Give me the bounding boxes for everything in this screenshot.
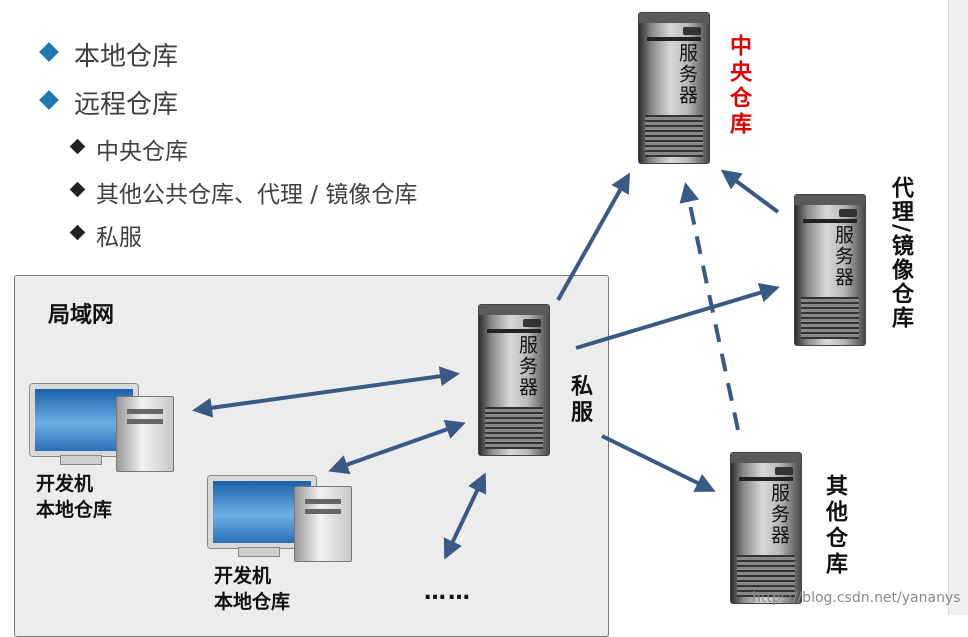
other-repo-label: 其他仓库 <box>822 474 847 578</box>
central-repo-label: 中央仓库 <box>726 34 751 138</box>
server-private: 服务器 <box>478 304 550 456</box>
dev2-label-line1: 开发机 <box>214 565 272 587</box>
arrow-other-to-central-dashed <box>679 182 740 431</box>
server-label: 服务器 <box>676 43 698 106</box>
dev1-label-line2: 本地仓库 <box>36 499 113 521</box>
arrow-proxy-to-central <box>720 169 780 214</box>
server-label: 服务器 <box>832 225 854 288</box>
dev2-label-line2: 本地仓库 <box>214 591 291 613</box>
bullet-remote-repo: 远程仓库 <box>74 90 179 120</box>
arrow-private-to-central <box>556 172 630 301</box>
bullet-private-server: 私服 <box>96 225 142 251</box>
bullet-central-repo: 中央仓库 <box>96 139 188 165</box>
watermark: https://blog.csdn.net/yananys <box>752 590 961 606</box>
arrow-dev2-private <box>328 419 466 475</box>
server-label: 服务器 <box>768 483 790 546</box>
server-central: 服务器 <box>638 12 710 164</box>
arrow-dev1-private <box>192 366 460 418</box>
server-other: 服务器 <box>730 452 802 604</box>
private-server-label: 私服 <box>567 374 592 426</box>
arrow-private-to-other <box>601 434 716 492</box>
bullet-local-repo: 本地仓库 <box>74 42 179 72</box>
server-proxy: 服务器 <box>794 194 866 346</box>
desktop-tower-icon <box>116 396 174 472</box>
lan-title: 局域网 <box>48 303 115 328</box>
arrow-private-to-proxy <box>575 283 780 350</box>
arrow-more-private <box>443 472 487 560</box>
proxy-repo-label: 代理/镜像仓库 <box>888 176 913 331</box>
desktop-tower-icon <box>294 486 352 562</box>
connection-arrows <box>192 169 780 560</box>
bullet-other-public: 其他公共仓库、代理 / 镜像仓库 <box>96 182 418 208</box>
dev1-label-line1: 开发机 <box>36 473 94 495</box>
more-clients-ellipsis: …… <box>424 580 472 605</box>
slide-right-strip <box>948 0 968 615</box>
server-label: 服务器 <box>516 335 538 398</box>
